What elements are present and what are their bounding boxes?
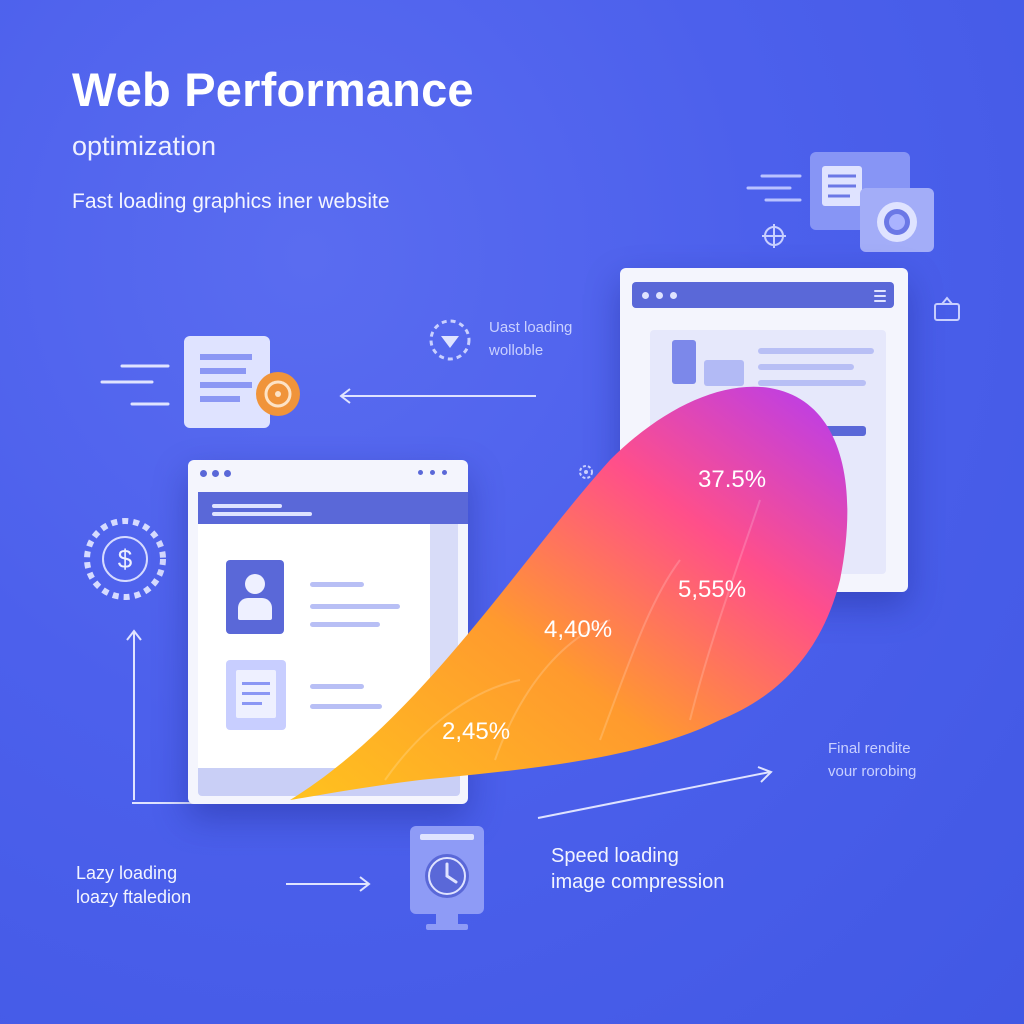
nav-bar	[198, 492, 468, 524]
speed-lines-left	[100, 364, 170, 406]
annotation-bottom-center-line1: Speed loading	[551, 845, 679, 867]
value-label-3: 5,55%	[678, 576, 747, 603]
image-stack-icon	[746, 152, 934, 252]
clock-icon	[410, 826, 484, 930]
bag-icon	[934, 296, 960, 321]
crosshair-icon	[762, 224, 786, 248]
vertical-arrow	[126, 629, 142, 800]
image-placeholder	[672, 340, 696, 384]
wave-shape	[290, 386, 848, 800]
annotation-right-line1: Final rendite	[828, 740, 911, 757]
annotation-right-line2: vour rorobing	[828, 763, 917, 780]
svg-text:$: $	[118, 544, 133, 574]
page-subtitle: optimization	[72, 131, 217, 161]
page-title: Web Performance	[72, 63, 474, 116]
dollar-coin-icon: $	[84, 518, 166, 600]
annotation-top-line2: wolloble	[489, 342, 544, 359]
page-tagline: Fast loading graphics iner website	[72, 190, 390, 213]
annotation-bottom-left-line1: Lazy loading	[76, 863, 178, 883]
speed-lines	[746, 174, 802, 202]
annotation-bottom-left-line2: loazy ftaledion	[76, 887, 192, 907]
arrow-left	[339, 388, 536, 404]
value-label-4: 37.5%	[698, 466, 767, 493]
annotation-top-line1: Uast loading	[489, 319, 573, 336]
shield-check-icon	[429, 319, 471, 361]
small-gear-icon	[579, 465, 593, 479]
document-icon	[100, 336, 300, 428]
user-avatar-icon	[226, 560, 284, 634]
annotation-bottom-center-line2: image compression	[551, 871, 725, 893]
gear-badge-icon	[256, 372, 300, 416]
camera-icon	[877, 202, 917, 242]
arrow-diagonal	[537, 766, 773, 819]
arrow-right	[286, 876, 371, 892]
note-icon	[226, 660, 286, 730]
value-label-2: 4,40%	[544, 616, 613, 643]
value-label-1: 2,45%	[442, 718, 511, 745]
